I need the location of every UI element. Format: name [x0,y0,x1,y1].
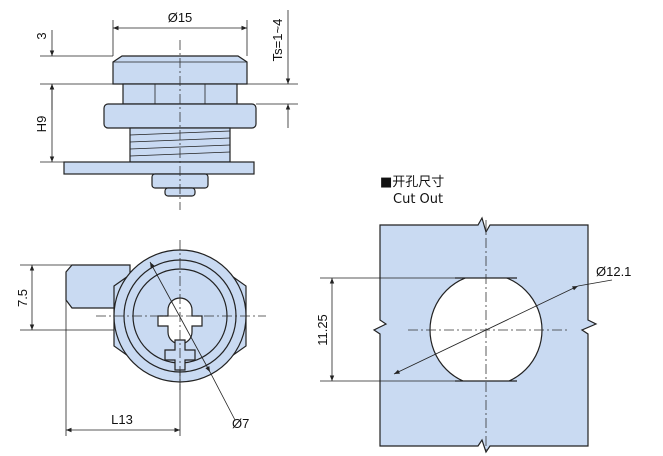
front-view: 7.5 L13 Ø7 [15,240,266,436]
dim-width-label: L13 [111,412,133,427]
cutout-title-en: Cut Out [393,192,443,207]
dim-thickness-label: Ts=1~4 [270,19,285,62]
cutout-title-cn: ■开孔尺寸 [380,175,444,190]
dim-arm-label: 7.5 [15,289,30,307]
dim-height-label: H9 [34,116,49,133]
dim-top-label: 3 [34,32,49,39]
cutout-view: ■开孔尺寸 Cut Out 11.25 Ø12.1 [315,175,631,454]
dim-inner-label: Ø7 [232,416,249,431]
cam-arm [63,161,255,175]
dim-diameter-label: Ø15 [168,10,193,25]
dim-hole-label: Ø12.1 [596,264,631,279]
dim-flat-label: 11.25 [315,314,330,346]
square-bullet-icon: ■ [380,175,392,190]
side-view: Ø15 3 H9 Ts=1~4 [34,10,298,210]
